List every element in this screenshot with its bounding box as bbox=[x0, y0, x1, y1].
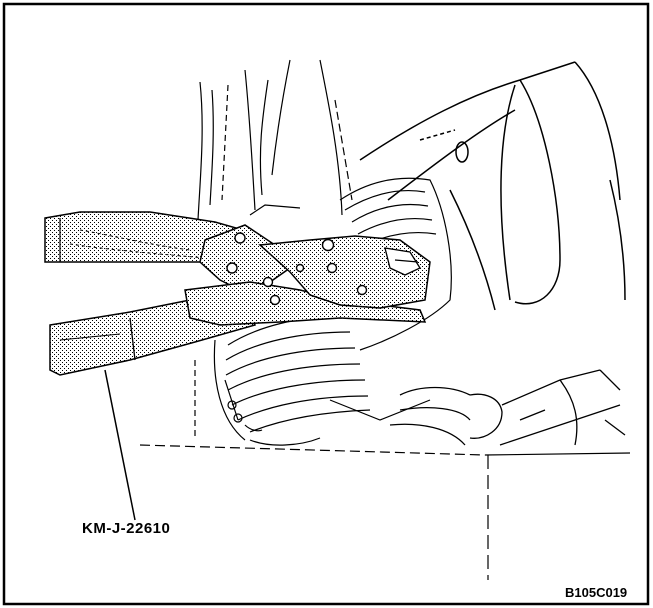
axle-housing bbox=[359, 61, 626, 311]
cv-joint-boot bbox=[213, 177, 452, 446]
housing-hole bbox=[455, 141, 469, 163]
boot-clamp bbox=[224, 379, 263, 432]
jaw-line bbox=[394, 259, 419, 263]
figure-id: B105C019 bbox=[565, 585, 628, 600]
pliers-arm bbox=[184, 281, 427, 326]
body-panel-lines bbox=[197, 59, 353, 221]
reference-lines bbox=[139, 360, 631, 580]
upper-grip-detail-2 bbox=[69, 243, 206, 259]
lower-grip-detail bbox=[59, 333, 121, 341]
lower-grip-edge bbox=[129, 317, 136, 361]
pivot-pins bbox=[226, 232, 368, 306]
tool-leader-line bbox=[104, 369, 136, 521]
knuckle-assembly bbox=[389, 369, 626, 446]
pliers-jaw-tip bbox=[384, 247, 421, 276]
tool-label: KM-J-22610 bbox=[82, 520, 171, 537]
